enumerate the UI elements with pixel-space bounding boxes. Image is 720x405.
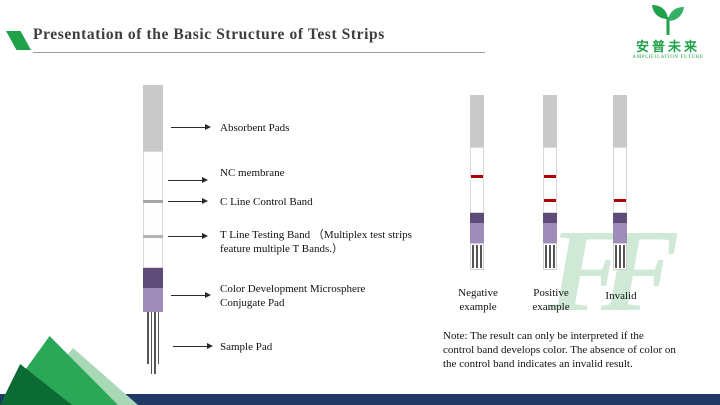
logo-name-cn: 安普未来 [635,39,700,54]
strip-absorbent-pad [143,85,163,151]
title-accent-shape [6,31,31,50]
example-sample-pad [613,243,627,270]
strip-nc-membrane [143,151,163,268]
company-logo: 安普未来 AMPLIFICATION FUTURE [620,4,716,60]
footer-bar [0,394,720,405]
example-conjugate-pad [613,213,627,243]
arrow-sample-pad [173,343,213,349]
example-conjugate-pad [543,213,557,243]
strip-conjugate-pad-light [143,288,163,312]
example-absorbent-pad [613,95,627,147]
example-conjugate-pad [470,213,484,243]
example-membrane [470,147,484,213]
page-title: Presentation of the Basic Structure of T… [33,26,385,43]
t-band [614,199,626,202]
arrow-t-line [168,233,208,239]
label-t-line-testing-band: T Line Testing Band （Multiplex test stri… [220,229,412,256]
example-sample-pad [543,243,557,270]
note-text: Note: The result can only be interpreted… [443,330,676,370]
label-sample-pad: Sample Pad [220,341,273,353]
t-band [544,199,556,202]
title-underline [33,52,485,53]
label-conjugate-pad: Color Development Microsphere Conjugate … [220,283,366,310]
label-positive-example: Positive example [532,287,570,314]
example-absorbent-pad [543,95,557,147]
sprout-logo-icon [652,5,684,35]
c-band [471,175,483,178]
logo-name-en: AMPLIFICATION FUTURE [632,55,704,60]
strip-c-line-band [143,200,163,203]
c-band [544,175,556,178]
example-absorbent-pad [470,95,484,147]
example-membrane [613,147,627,213]
example-sample-pad [470,243,484,270]
strip-conjugate-pad-dark [143,268,163,288]
label-absorbent-pads: Absorbent Pads [220,122,290,134]
label-negative-example: Negative example [458,287,498,314]
label-c-line-control-band: C Line Control Band [220,196,313,208]
arrow-membrane [168,177,208,183]
arrow-conjugate [171,292,211,298]
arrow-absorbent [171,124,211,130]
label-nc-membrane: NC membrane [220,167,285,179]
strip-sample-pad-lines [143,312,163,374]
strip-t-line-band [143,235,163,238]
label-invalid-example: Invalid [605,290,637,302]
arrow-c-line [168,198,208,204]
example-membrane [543,147,557,213]
example-strip-negative [470,95,484,270]
example-strip-invalid [613,95,627,270]
example-strip-positive [543,95,557,270]
